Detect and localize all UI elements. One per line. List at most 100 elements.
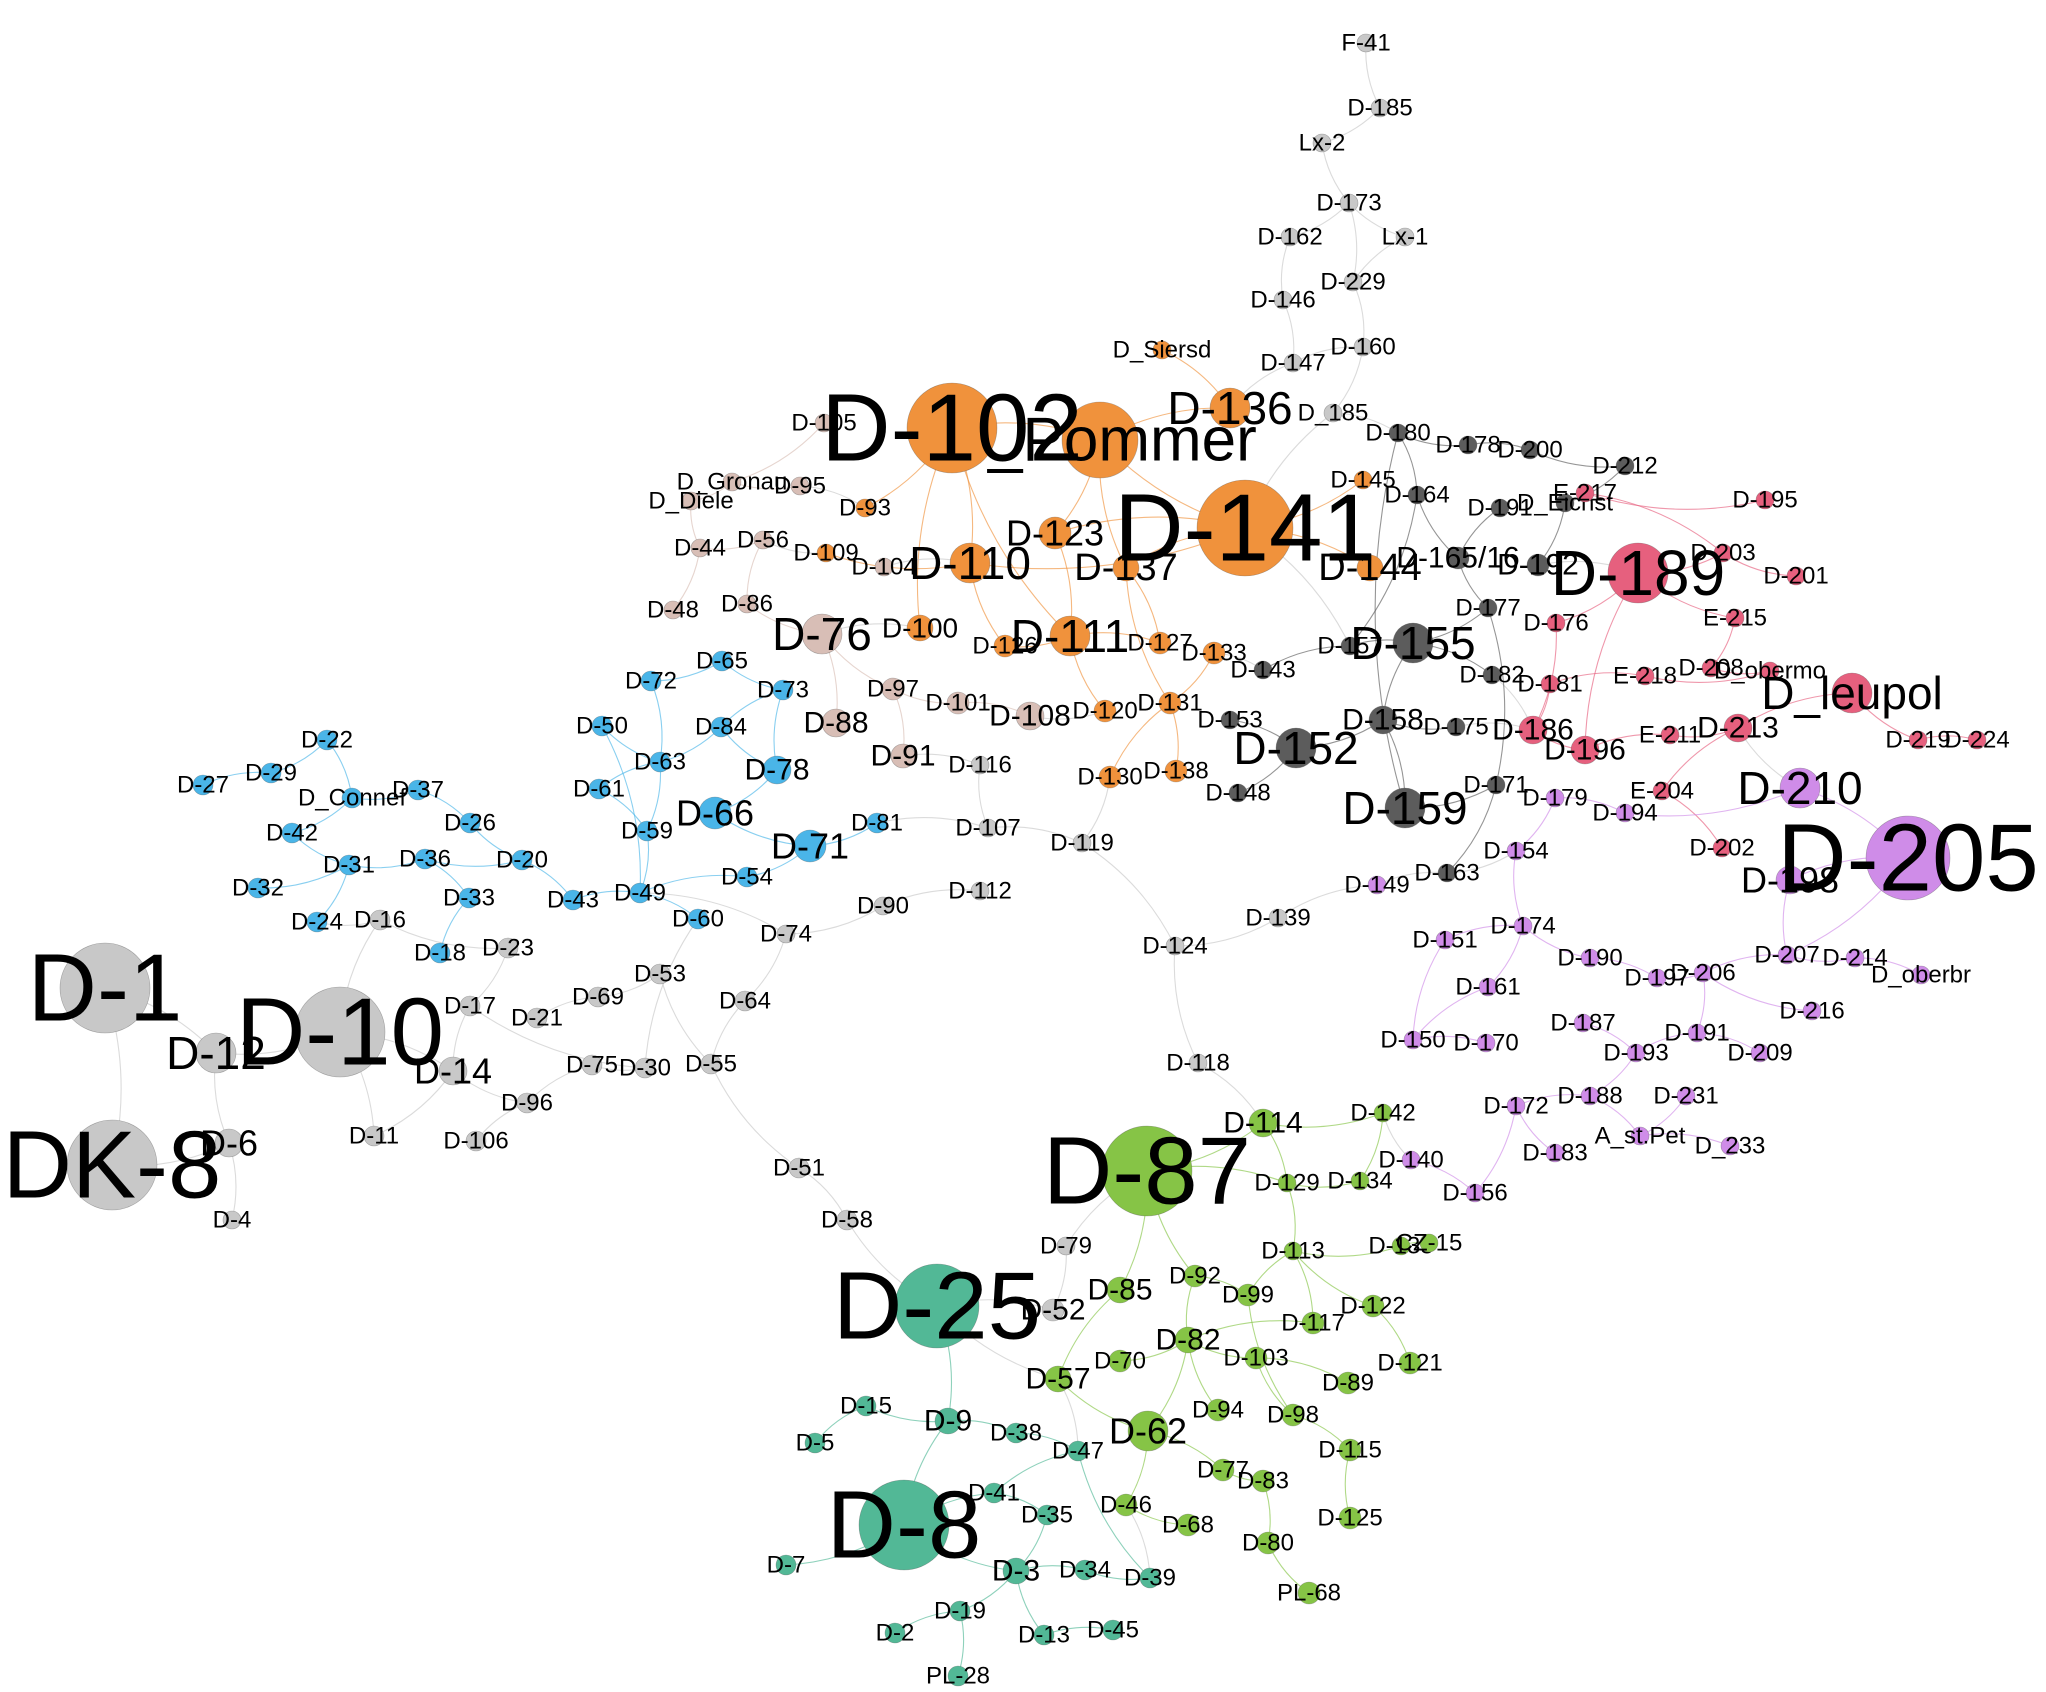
node-d-gronau[interactable]: D_Gronau [677, 469, 788, 496]
node-d-187[interactable]: D-187 [1550, 1010, 1615, 1037]
node-circle[interactable] [1244, 1346, 1268, 1370]
node-circle[interactable] [1368, 705, 1398, 735]
node-circle[interactable] [793, 829, 827, 863]
node-circle[interactable] [1865, 815, 1951, 901]
node-d-193[interactable]: D-193 [1603, 1040, 1668, 1067]
node-circle[interactable] [526, 1007, 548, 1029]
node-d-87[interactable]: D-87 [1043, 1118, 1251, 1225]
node-d-81[interactable]: D-81 [851, 810, 903, 837]
node-circle[interactable] [316, 729, 338, 751]
node-circle[interactable] [1760, 661, 1780, 681]
node-d-117[interactable]: D-117 [1281, 1310, 1345, 1337]
node-circle[interactable] [734, 990, 756, 1012]
node-circle[interactable] [698, 796, 732, 830]
node-circle[interactable] [1713, 543, 1733, 563]
node-d-158[interactable]: D-158 [1342, 704, 1424, 737]
node-d-35[interactable]: D-35 [1021, 1502, 1073, 1529]
node-circle[interactable] [497, 937, 519, 959]
node-circle[interactable] [1513, 916, 1533, 936]
node-circle[interactable] [1061, 401, 1139, 479]
node-circle[interactable] [1108, 1349, 1132, 1373]
node-lx-1[interactable]: Lx-1 [1382, 224, 1429, 251]
node-d-208[interactable]: D-208 [1678, 655, 1743, 682]
node-circle[interactable] [1098, 765, 1122, 789]
node-d-170[interactable]: D-170 [1453, 1030, 1518, 1057]
node-circle[interactable] [1336, 1371, 1360, 1395]
node-d-89[interactable]: D-89 [1322, 1370, 1374, 1397]
node-circle[interactable] [873, 896, 893, 916]
node-d-38[interactable]: D-38 [990, 1420, 1042, 1447]
node-circle[interactable] [636, 820, 658, 842]
node-d-178[interactable]: D-178 [1435, 432, 1500, 459]
node-pl-68[interactable]: PL-68 [1277, 1580, 1341, 1607]
node-d-195[interactable]: D-195 [1732, 487, 1797, 514]
node-circle[interactable] [700, 1053, 722, 1075]
node-d-79[interactable]: D-79 [1040, 1233, 1092, 1260]
node-circle[interactable] [1701, 658, 1721, 678]
node-circle[interactable] [1392, 622, 1434, 664]
node-d-105[interactable]: D-105 [791, 410, 856, 437]
node-d-12[interactable]: D-12 [166, 1027, 266, 1079]
node-circle[interactable] [306, 911, 328, 933]
node-circle[interactable] [821, 708, 851, 738]
node-circle[interactable] [1635, 666, 1655, 686]
node-circle[interactable] [1725, 608, 1745, 628]
node-e-218[interactable]: E-218 [1613, 663, 1677, 690]
node-circle[interactable] [1176, 1513, 1200, 1537]
node-circle[interactable] [281, 822, 303, 844]
node-circle[interactable] [1723, 713, 1753, 743]
node-d-185[interactable]: D_185 [1298, 400, 1369, 427]
node-f-41[interactable]: F-41 [1341, 30, 1390, 57]
node-d-30[interactable]: D-30 [619, 1055, 671, 1082]
node-circle[interactable] [1545, 1143, 1565, 1163]
node-circle[interactable] [934, 1407, 962, 1435]
node-d-48[interactable]: D-48 [647, 597, 699, 624]
node-d-39[interactable]: D-39 [1124, 1565, 1176, 1592]
node-d-104[interactable]: D-104 [851, 554, 916, 581]
node-d-200[interactable]: D-200 [1497, 437, 1562, 464]
node-d-198[interactable]: D-198 [1741, 860, 1839, 901]
node-d-3[interactable]: D-3 [992, 1555, 1040, 1588]
node-d-123[interactable]: D-123 [1006, 513, 1104, 554]
node-d-102[interactable]: D-102 [821, 375, 1082, 482]
node-circle[interactable] [1802, 1001, 1822, 1021]
node-d-13[interactable]: D-13 [1018, 1622, 1070, 1649]
node-circle[interactable] [1350, 1171, 1370, 1191]
node-d-126[interactable]: D-126 [972, 633, 1037, 660]
node-circle[interactable] [438, 1056, 468, 1086]
node-circle[interactable] [1253, 660, 1273, 680]
node-circle[interactable] [762, 755, 792, 785]
node-d-53[interactable]: D-53 [634, 961, 686, 988]
node-circle[interactable] [1398, 1351, 1422, 1375]
node-d-213[interactable]: D-213 [1697, 712, 1779, 745]
node-d-71[interactable]: D-71 [771, 826, 849, 867]
node-circle[interactable] [1112, 554, 1140, 582]
node-d-connef[interactable]: D_Connef [298, 785, 406, 812]
node-circle[interactable] [1072, 833, 1092, 853]
node-d-72[interactable]: D-72 [625, 668, 677, 695]
node-d-18[interactable]: D-18 [414, 940, 466, 967]
node-d-119[interactable]: D-119 [1050, 830, 1114, 857]
node-d-149[interactable]: D-149 [1344, 872, 1409, 899]
node-d-24[interactable]: D-24 [291, 909, 343, 936]
node-circle[interactable] [1036, 1504, 1058, 1526]
node-d-36[interactable]: D-36 [399, 846, 451, 873]
node-circle[interactable] [1281, 1403, 1305, 1427]
node-d-60[interactable]: D-60 [672, 906, 724, 933]
node-d-16[interactable]: D-16 [354, 907, 406, 934]
node-d-10[interactable]: D-10 [236, 979, 444, 1086]
node-d-147[interactable]: D-147 [1260, 350, 1325, 377]
node-d-180[interactable]: D-180 [1365, 420, 1430, 447]
node-circle[interactable] [1712, 838, 1732, 858]
node-d-171[interactable]: D-171 [1463, 772, 1528, 799]
node-d-33[interactable]: D-33 [443, 885, 495, 912]
node-d-86[interactable]: D-86 [721, 591, 773, 618]
node-d-83[interactable]: D-83 [1237, 1468, 1289, 1495]
node-circle[interactable] [1575, 483, 1595, 503]
node-d-90[interactable]: D-90 [857, 893, 909, 920]
node-circle[interactable] [1370, 98, 1390, 118]
node-circle[interactable] [1967, 730, 1987, 750]
node-circle[interactable] [1401, 1150, 1421, 1170]
node-d-100[interactable]: D-100 [882, 613, 958, 644]
node-d-160[interactable]: D-160 [1330, 334, 1395, 361]
